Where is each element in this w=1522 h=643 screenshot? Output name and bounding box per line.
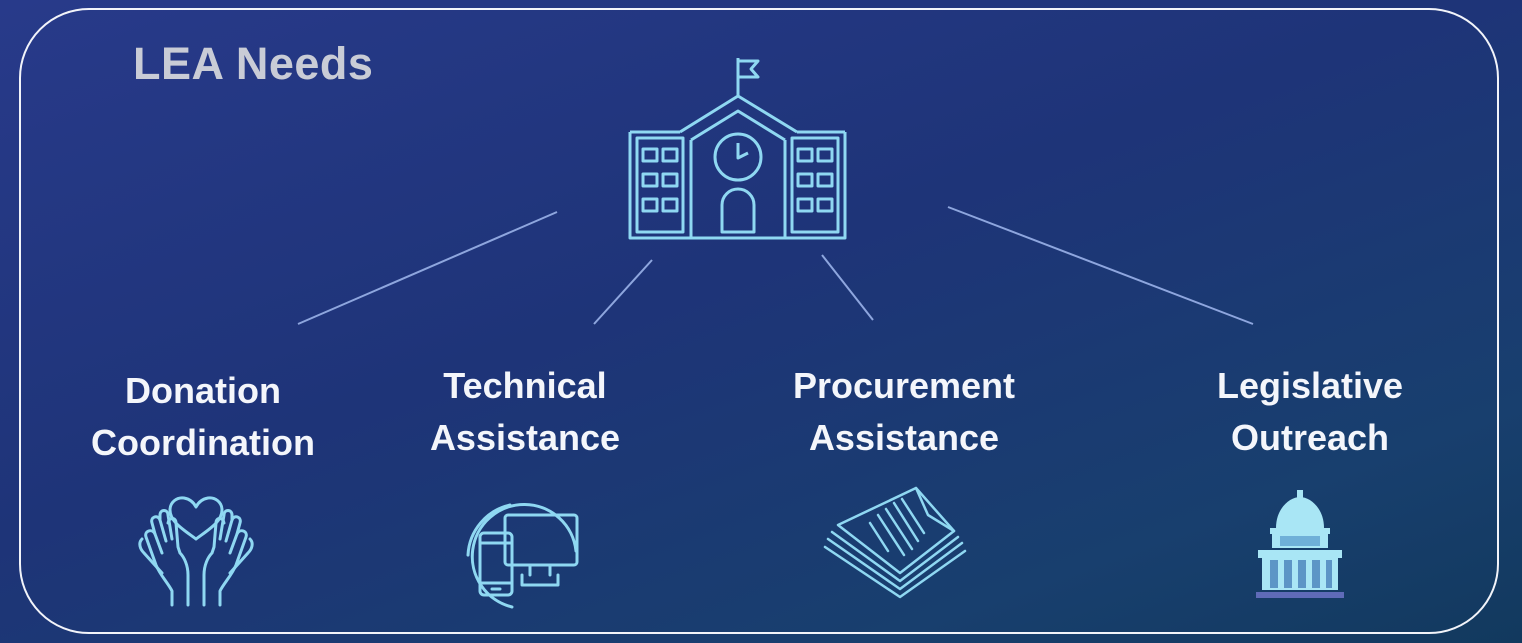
need-label-technical: Technical Assistance bbox=[429, 365, 621, 458]
connector-technical bbox=[593, 259, 653, 325]
capitol-icon bbox=[1256, 490, 1344, 598]
connector-legislative bbox=[947, 206, 1254, 325]
documents-icon bbox=[823, 486, 967, 599]
devices-icon bbox=[466, 502, 579, 609]
connector-donation bbox=[297, 211, 558, 325]
school-building-icon bbox=[628, 58, 847, 240]
need-label-donation: Donation Coordination bbox=[91, 370, 315, 463]
page-title: LEA Needs bbox=[133, 38, 374, 89]
hands-heart-icon bbox=[138, 496, 254, 607]
need-label-procurement: Procurement Assistance bbox=[792, 365, 1016, 458]
connector-procurement bbox=[821, 254, 874, 321]
need-label-legislative: Legislative Outreach bbox=[1216, 365, 1404, 458]
diagram-frame bbox=[19, 8, 1499, 634]
